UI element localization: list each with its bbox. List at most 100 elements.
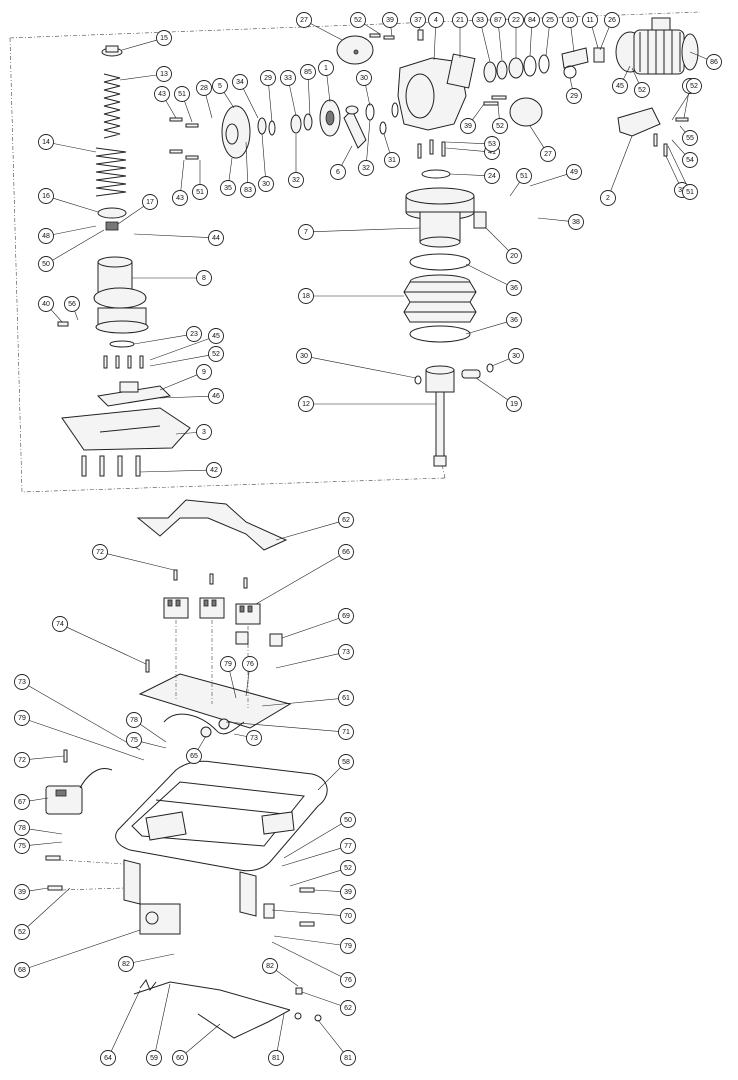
callout-circle [262, 958, 278, 974]
callout-circle [634, 82, 650, 98]
callout-circle [460, 118, 476, 134]
callout-number: 3 [202, 429, 206, 436]
callout-number: 79 [224, 661, 232, 668]
washer-part [379, 121, 387, 135]
callout-78: 78 [14, 820, 30, 836]
callout-circle [208, 230, 224, 246]
callout-circle [706, 54, 722, 70]
leader-line-74 [66, 626, 147, 665]
callout-number: 29 [570, 93, 578, 100]
callout-circle [14, 962, 30, 978]
leader-line-82 [133, 953, 175, 963]
callout-circle [540, 146, 556, 162]
callout-circle [296, 348, 312, 364]
callout-39: 39 [382, 12, 398, 28]
cable-gland-part [235, 631, 249, 645]
callout-circle [296, 12, 312, 28]
gear-hub [325, 110, 335, 126]
screw-part [417, 143, 422, 159]
callout-circle [318, 60, 334, 76]
hose-clamp-part [409, 325, 471, 343]
callout-17: 17 [142, 194, 158, 210]
frame-pad-part [261, 811, 295, 835]
guide-base-plate [95, 320, 149, 334]
leader-line-15 [121, 39, 157, 51]
leader-line-67 [29, 797, 49, 802]
leader-line-50 [52, 229, 105, 261]
callout-circle [14, 710, 30, 726]
callout-number: 68 [18, 967, 26, 974]
callout-number: 66 [342, 549, 350, 556]
callout-circle [340, 860, 356, 876]
callout-number: 75 [130, 737, 138, 744]
callout-76: 76 [242, 656, 258, 672]
callout-61: 61 [338, 690, 354, 706]
callout-number: 30 [360, 75, 368, 82]
mounting-plate-part [138, 673, 292, 729]
callout-58: 58 [338, 754, 354, 770]
callout-number: 11 [586, 17, 593, 24]
callout-38: 38 [568, 214, 584, 230]
terminal-screw [167, 599, 173, 607]
callout-30: 30 [356, 70, 372, 86]
callout-circle [472, 12, 488, 28]
leader-line-71 [225, 721, 339, 732]
callout-number: 39 [344, 889, 352, 896]
callout-number: 50 [42, 261, 50, 268]
foot-bolt-part [135, 455, 141, 477]
callout-number: 61 [342, 695, 350, 702]
callout-number: 87 [494, 17, 502, 24]
callout-number: 30 [300, 353, 308, 360]
leader-line-25 [545, 27, 550, 57]
leader-line-79 [29, 720, 145, 761]
frame-handle-assembly [45, 499, 328, 1039]
leader-line-50 [283, 823, 342, 859]
callout-circle [338, 754, 354, 770]
callout-number: 50 [344, 817, 352, 824]
callout-59: 59 [146, 1050, 162, 1066]
callout-42: 42 [206, 462, 222, 478]
callout-circle [268, 1050, 284, 1066]
callout-circle [196, 364, 212, 380]
spring-ring-part [563, 65, 577, 79]
callout-circle [338, 544, 354, 560]
spring-cap-boss [105, 45, 119, 53]
callout-circle [38, 228, 54, 244]
leader-line-16 [53, 197, 99, 213]
callout-62: 62 [340, 1000, 356, 1016]
callout-circle [246, 730, 262, 746]
bolt-part [185, 123, 199, 128]
terminal-screw [211, 599, 217, 607]
foot-hub-part [119, 381, 139, 393]
callout-50: 50 [340, 812, 356, 828]
callout-number: 26 [608, 17, 616, 24]
leader-line-1 [326, 75, 331, 103]
callout-number: 33 [284, 75, 292, 82]
callout-circle [506, 280, 522, 296]
callout-81: 81 [340, 1050, 356, 1066]
leader-line-20 [485, 227, 509, 251]
guide-flange-part [93, 287, 147, 309]
callout-circle [38, 188, 54, 204]
callout-32: 32 [358, 160, 374, 176]
callout-circle [340, 812, 356, 828]
leader-line-5 [223, 92, 235, 109]
leader-line-62 [275, 521, 339, 541]
bracket-bolt-part [663, 143, 668, 157]
callout-51: 51 [192, 184, 208, 200]
callout-circle [38, 256, 54, 272]
callout-circle [208, 328, 224, 344]
callout-8: 8 [196, 270, 212, 286]
leader-line-27 [529, 125, 545, 148]
callout-number: 85 [304, 69, 312, 76]
upper-spring-part [103, 73, 121, 139]
callout-number: 76 [246, 661, 254, 668]
leader-line-69 [281, 618, 339, 639]
callout-circle [340, 938, 356, 954]
leader-line-37 [419, 27, 421, 31]
callout-65: 65 [186, 748, 202, 764]
lower-spring-part [95, 147, 127, 197]
callout-circle [38, 296, 54, 312]
callout-number: 65 [190, 753, 198, 760]
